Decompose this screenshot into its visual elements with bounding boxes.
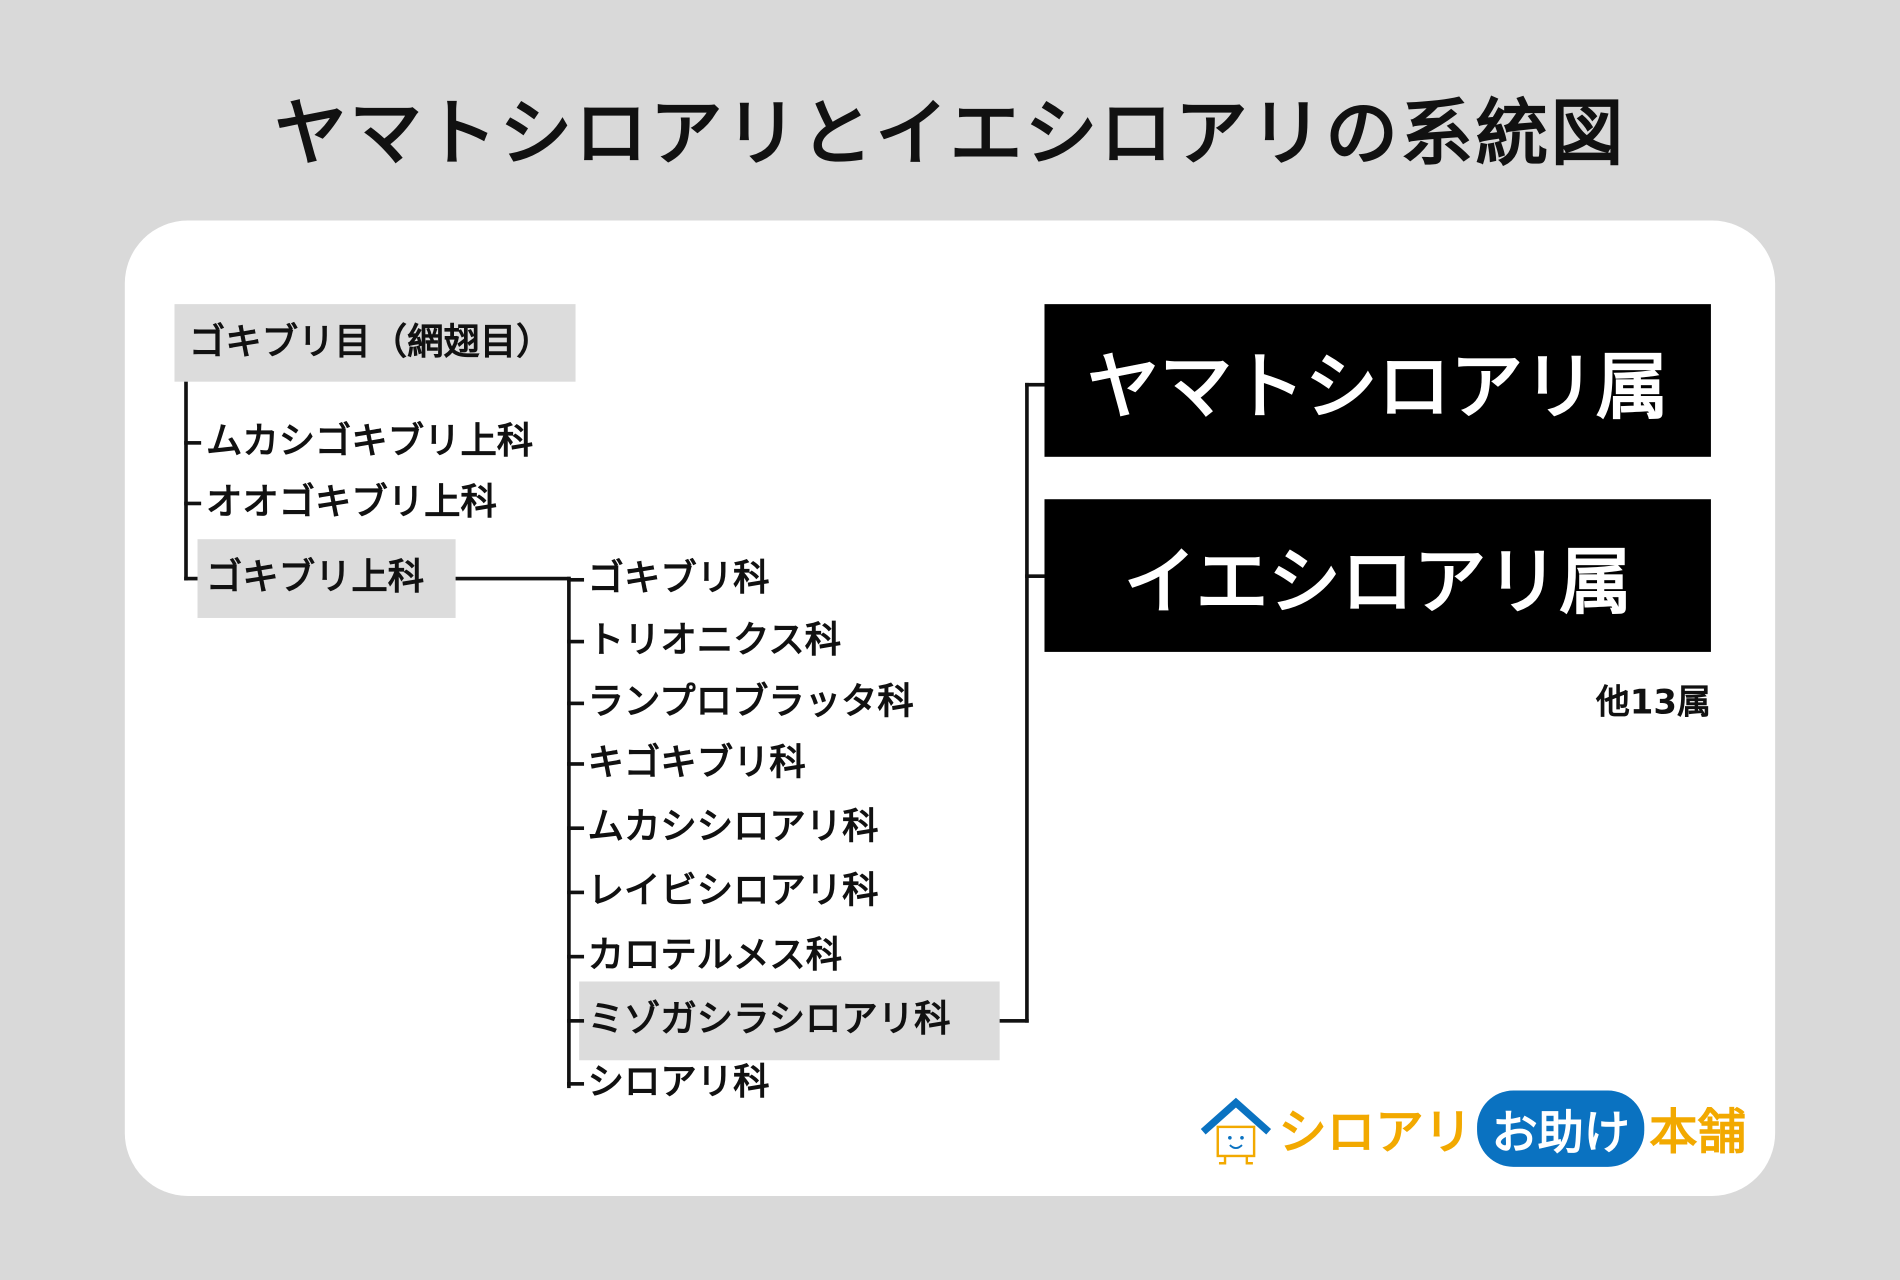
genus-yamato: ヤマトシロアリ属 — [1044, 304, 1711, 457]
family-node-highlight — [579, 981, 1000, 1061]
logo-text-otasuke: お助け — [1477, 1089, 1645, 1167]
family-label: ゴキブリ科 — [587, 557, 770, 600]
order-label: ゴキブリ目（網翅目） — [189, 321, 553, 364]
logo: シロアリ お助け 本舗 — [1194, 1088, 1747, 1168]
order-connector — [184, 381, 188, 581]
page-title: ヤマトシロアリとイエシロアリの系統図 — [274, 92, 1626, 177]
family-connector — [567, 576, 571, 1089]
connector-tick — [567, 826, 585, 831]
family-label: ミゾガシラシロアリ科 — [587, 998, 951, 1041]
other-genera-label: 他13属 — [1595, 682, 1711, 723]
connector-tick — [567, 639, 585, 644]
superfamily-node-highlight — [197, 539, 456, 618]
family-label: レイビシロアリ科 — [587, 870, 879, 913]
logo-text-honpo: 本舗 — [1649, 1105, 1747, 1161]
connector-tick — [567, 1019, 585, 1023]
superfamily-label: オオゴキブリ上科 — [205, 481, 497, 524]
connector-tick — [1025, 574, 1045, 578]
genus-ie: イエシロアリ属 — [1044, 499, 1711, 652]
superfamily-label: ムカシゴキブリ上科 — [205, 420, 534, 463]
connector-tick — [567, 701, 585, 706]
connector-tick — [567, 577, 585, 582]
connector-tick — [184, 441, 202, 445]
order-node — [174, 304, 576, 382]
connector — [455, 576, 571, 581]
connector-tick — [567, 954, 585, 959]
connector-tick — [1025, 382, 1045, 387]
family-label: キゴキブリ科 — [587, 741, 806, 784]
connector-tick — [567, 762, 585, 766]
house-mascot-icon — [1194, 1091, 1279, 1166]
family-label: カロテルメス科 — [587, 934, 843, 977]
connector-tick — [567, 1082, 585, 1086]
connector-tick — [184, 576, 202, 581]
family-label: ムカシシロアリ科 — [587, 805, 879, 849]
family-label: ランプロブラッタ科 — [587, 680, 914, 724]
connector-tick — [184, 501, 202, 506]
connector-tick — [567, 890, 585, 895]
genus-connector — [1025, 382, 1029, 1023]
superfamily-label: ゴキブリ上科 — [205, 556, 425, 599]
logo-text-shiroari: シロアリ — [1278, 1105, 1473, 1161]
family-label: シロアリ科 — [587, 1061, 770, 1104]
family-label: トリオニクス科 — [587, 619, 842, 662]
connector — [999, 1019, 1029, 1023]
